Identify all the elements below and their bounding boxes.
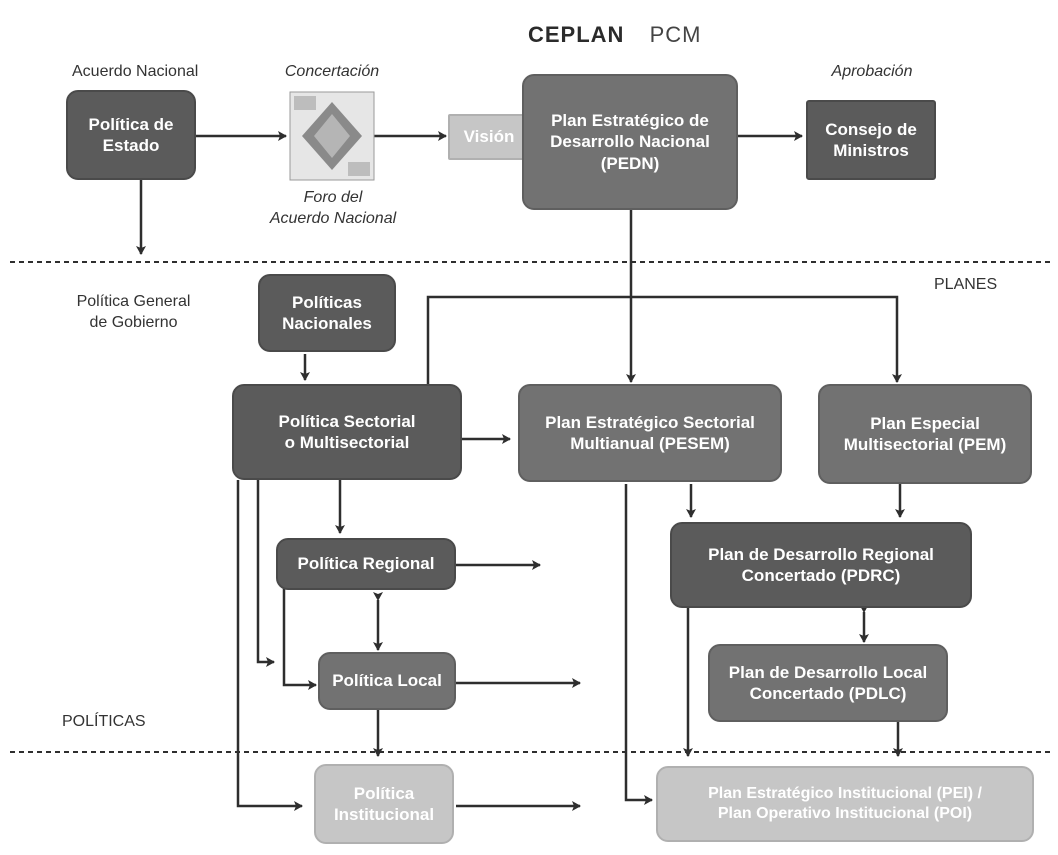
line-pesem-to-pei <box>624 484 653 805</box>
line-sectorial-to-local-level <box>256 480 275 667</box>
consejo-ministros-box: Consejo de Ministros <box>806 100 936 180</box>
aprobacion-label: Aprobación <box>831 63 913 80</box>
pesem-box: Plan Estratégico Sectorial Multianual (P… <box>518 384 782 482</box>
politica-general-label: Política General de Gobierno <box>76 293 191 331</box>
foro-acuerdo-label: Foro del Acuerdo Nacional <box>269 189 397 227</box>
planes-section-label: PLANES <box>934 276 998 293</box>
line-sectorial-to-pem <box>426 295 902 386</box>
line-regional-to-local <box>282 585 317 690</box>
concertacion-label: Concertación <box>284 63 380 80</box>
politica-institucional-box: Política Institucional <box>314 764 454 844</box>
line-sectorial-to-institucional <box>236 480 303 811</box>
politicas-section-label: POLÍTICAS <box>62 713 146 730</box>
vision-box: Visión <box>448 114 530 160</box>
politica-de-estado-box: Política de Estado <box>66 90 196 180</box>
pem-box: Plan Especial Multisectorial (PEM) <box>818 384 1032 484</box>
politicas-nacionales-box: Políticas Nacionales <box>258 274 396 352</box>
ceplan-logo-text: CEPLAN <box>528 22 625 47</box>
pdrc-box: Plan de Desarrollo Regional Concertado (… <box>670 522 972 608</box>
acuerdo-nacional-label: Acuerdo Nacional <box>72 63 199 80</box>
pcm-logo-text: PCM <box>649 22 702 47</box>
politica-local-box: Política Local <box>318 652 456 710</box>
politica-regional-box: Política Regional <box>276 538 456 590</box>
concertacion-emblem <box>289 91 375 181</box>
pei-poi-box: Plan Estratégico Institucional (PEI) / P… <box>656 766 1034 842</box>
ceplan-logo: CEPLAN PCM <box>528 22 701 48</box>
pdlc-box: Plan de Desarrollo Local Concertado (PDL… <box>708 644 948 722</box>
pedn-box: Plan Estratégico de Desarrollo Nacional … <box>522 74 738 210</box>
politica-sectorial-box: Política Sectorial o Multisectorial <box>232 384 462 480</box>
